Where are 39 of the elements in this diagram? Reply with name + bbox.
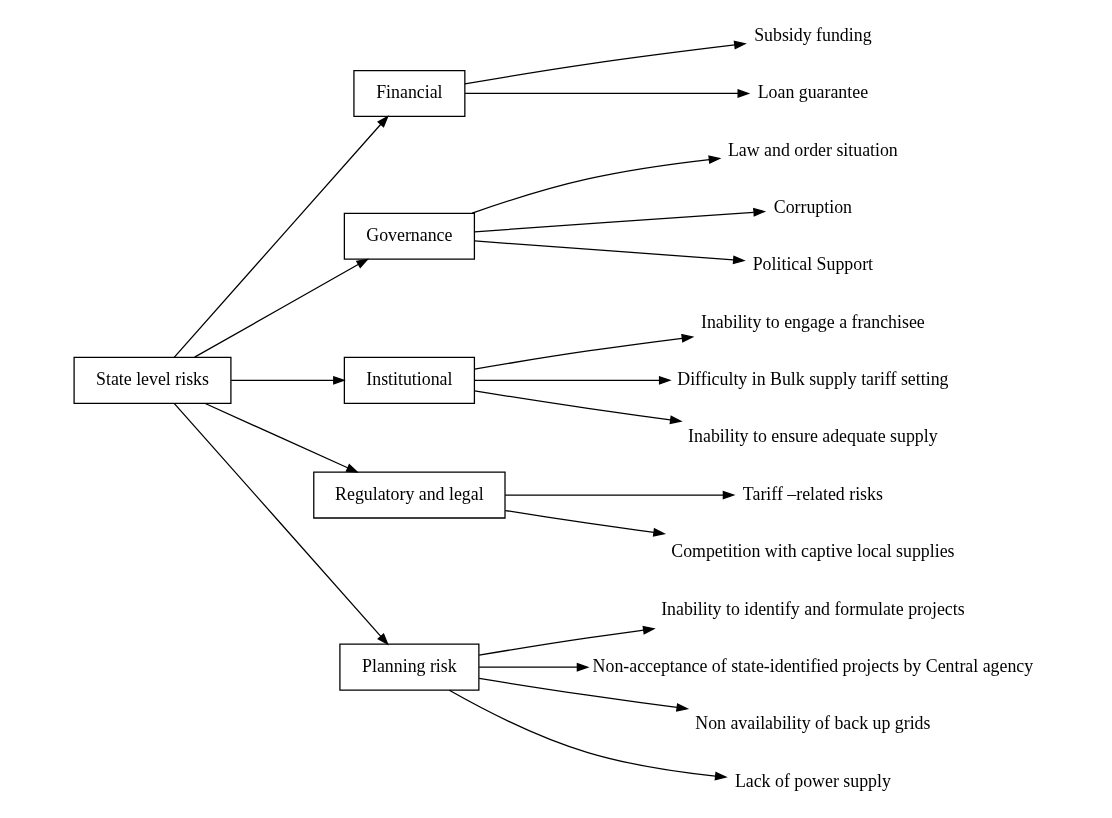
arrow xyxy=(473,390,683,425)
arrow xyxy=(173,402,389,646)
arrow xyxy=(474,375,672,385)
node-text: Inability to engage a franchisee xyxy=(701,311,925,332)
arrow xyxy=(464,89,751,98)
node-text: Political Support xyxy=(752,254,874,275)
node-box: State level risks xyxy=(73,356,232,404)
arrow xyxy=(478,677,690,712)
node-text: Non availability of back up grids xyxy=(695,713,931,734)
node-text: Difficulty in Bulk supply tariff setting xyxy=(677,369,949,390)
node-text: Competition with captive local supplies xyxy=(671,541,955,562)
arrow xyxy=(230,375,346,385)
node-text: Lack of power supply xyxy=(734,770,891,791)
node-text: Non-acceptance of state-identified projects by Central agency xyxy=(592,655,1034,676)
arrow xyxy=(464,40,747,85)
node-text: Corruption xyxy=(773,196,853,217)
node-text: Tariff –related risks xyxy=(742,483,883,504)
arrow xyxy=(474,240,746,265)
arrow xyxy=(504,490,736,500)
node-text: Law and order situation xyxy=(727,139,898,160)
arrow xyxy=(194,258,370,358)
node-box: Regulatory and legal xyxy=(313,471,506,519)
arrow xyxy=(204,402,359,473)
arrow xyxy=(471,155,722,214)
node-text: Loan guarantee xyxy=(757,82,869,103)
node-box: Financial xyxy=(353,69,466,118)
arrow xyxy=(478,662,590,672)
arrow xyxy=(173,115,389,358)
arrow xyxy=(474,207,767,233)
arrow xyxy=(448,689,728,781)
node-box: Planning risk xyxy=(339,643,480,691)
node-text: Inability to identify and formulate projects xyxy=(661,598,965,619)
arrow xyxy=(478,625,656,656)
node-box: Governance xyxy=(343,212,476,260)
arrow xyxy=(473,333,695,370)
node-box: Institutional xyxy=(343,356,476,404)
node-text: Inability to ensure adequate supply xyxy=(688,426,938,447)
arrow xyxy=(504,509,666,537)
node-text: Subsidy funding xyxy=(754,24,872,45)
